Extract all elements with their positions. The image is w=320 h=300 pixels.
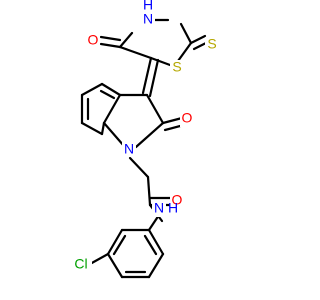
bond-ph-5	[147, 252, 165, 279]
bond-c4-o-double	[99, 35, 122, 42]
mask-nh-top	[141, 12, 155, 28]
nitrogen-amide-h-label: H	[168, 200, 178, 216]
bond-ch2-c	[146, 175, 152, 207]
bond-benzo-1	[100, 82, 122, 97]
nitrogen-amide-label: N	[154, 200, 164, 216]
bond-s1-c2	[176, 41, 193, 63]
nitrogen-oxindole-label: N	[124, 141, 134, 157]
bond-c2-n3-right	[179, 22, 193, 45]
mask-cl	[70, 257, 92, 273]
bond-ph-inner-1	[112, 234, 127, 256]
oxygen-thiazolidinone-label: O	[88, 32, 99, 48]
bond-benzo-inner-2	[99, 89, 116, 100]
molecule-diagram: O N H S S O N O N H Cl	[70, 0, 219, 279]
bonds	[80, 18, 210, 279]
structure-drawing: O N H S S O N O N H Cl	[70, 0, 219, 279]
mask-o-amide	[170, 193, 184, 209]
mask-n-amide	[152, 201, 166, 217]
bond-c4-c5	[118, 45, 153, 60]
oxygen-amide-label: O	[172, 192, 183, 208]
bond-c3-c2	[145, 93, 165, 125]
bond-ph-inner-3	[143, 234, 158, 256]
mask-s-ring	[170, 60, 184, 76]
bond-ph-6	[147, 228, 165, 256]
bond-c7a-n1	[102, 121, 126, 148]
bond-exocyclic-1	[141, 56, 153, 95]
oxygen-oxindole-label: O	[182, 110, 193, 126]
mask-n-oxindole	[122, 141, 136, 157]
bond-c4-o-left	[99, 42, 122, 49]
bond-benzo-4	[80, 121, 104, 136]
mask-o-top	[86, 33, 100, 49]
bond-c2-o	[161, 116, 184, 125]
bond-ph-2	[106, 228, 124, 256]
bond-exocyclic-2	[148, 58, 160, 98]
bond-c2-n1	[134, 121, 165, 149]
bond-benzo-2	[80, 82, 104, 97]
bond-c5-s1	[149, 56, 172, 67]
atom-labels: O N H S S O N O N H Cl	[70, 0, 219, 273]
nh-thiazolidinone-label: N	[143, 11, 153, 27]
mask-o-oxindole	[180, 111, 194, 127]
bond-c-cl	[88, 252, 110, 266]
sulfur-thione-label: S	[207, 36, 216, 52]
bond-c4-n3	[118, 31, 134, 49]
nh-thiazolidinone-h-label: H	[143, 0, 153, 13]
bond-ph-3	[106, 252, 124, 279]
bond-benzo-5	[100, 121, 106, 136]
bond-c3a-c7a	[102, 93, 122, 125]
chlorine-label: Cl	[74, 256, 87, 272]
bond-n1-ch2	[128, 156, 150, 179]
mask-s-thione	[205, 37, 219, 53]
bond-c2-s-thione	[189, 34, 207, 45]
sulfur-ring-label: S	[172, 59, 181, 75]
